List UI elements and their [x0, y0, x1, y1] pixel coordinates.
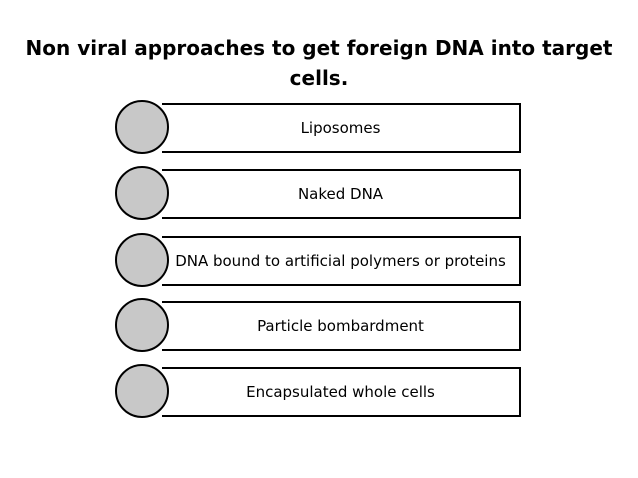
item-box: Naked DNA [162, 169, 521, 219]
item-label: Particle bombardment [257, 317, 424, 335]
circle-bullet-icon [115, 166, 169, 220]
circle-bullet-icon [115, 364, 169, 418]
circle-bullet-icon [115, 100, 169, 154]
list-item: DNA bound to artificial polymers or prot… [0, 233, 638, 289]
circle-bullet-icon [115, 233, 169, 287]
list-item: Naked DNA [0, 166, 638, 222]
list-item: Liposomes [0, 100, 638, 156]
item-box: Particle bombardment [162, 301, 521, 351]
list-item: Encapsulated whole cells [0, 364, 638, 420]
item-box: DNA bound to artificial polymers or prot… [162, 236, 521, 286]
list-item: Particle bombardment [0, 298, 638, 354]
item-box: Encapsulated whole cells [162, 367, 521, 417]
item-label: Liposomes [300, 119, 381, 137]
item-label: Encapsulated whole cells [246, 383, 435, 401]
item-label: Naked DNA [297, 185, 384, 203]
item-label: DNA bound to artificial polymers or prot… [175, 252, 506, 270]
page-title: Non viral approaches to get foreign DNA … [25, 36, 613, 90]
circle-bullet-icon [115, 298, 169, 352]
item-box: Liposomes [162, 103, 521, 153]
